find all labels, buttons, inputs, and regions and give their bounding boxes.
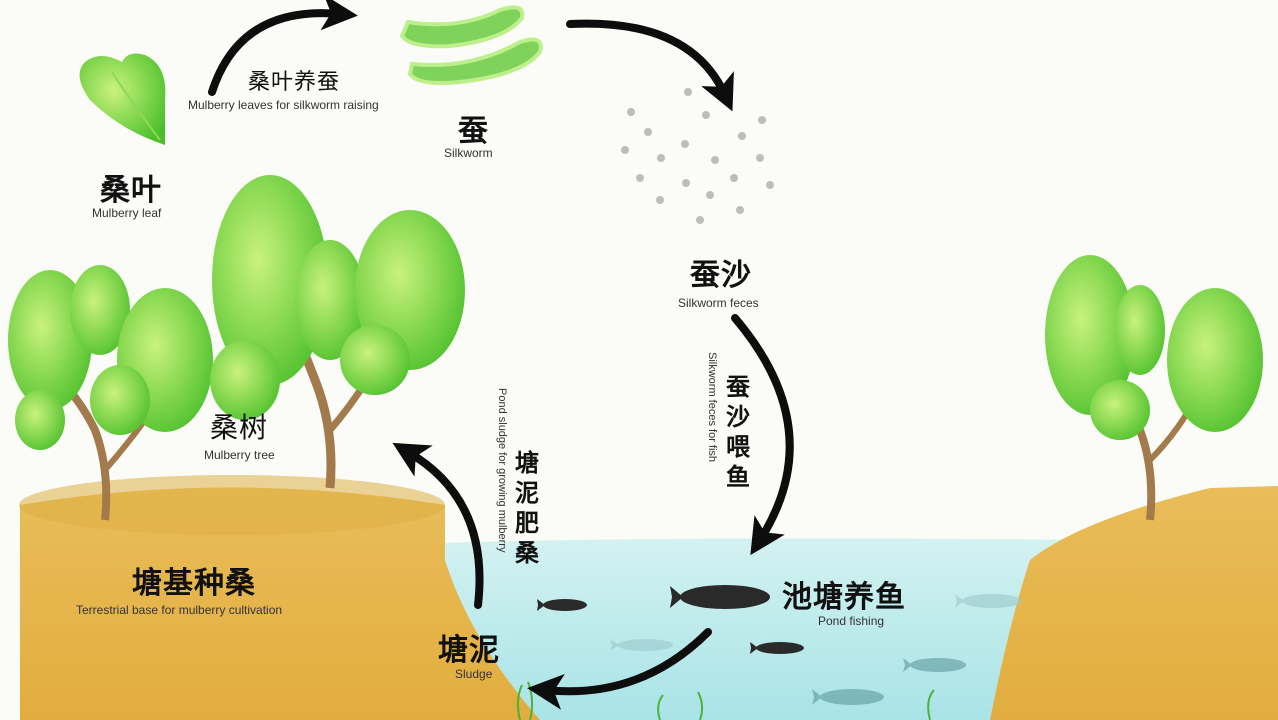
arrow-sludge-to-tree: [392, 442, 484, 609]
silkworm-feces-image: [621, 88, 774, 224]
silkworm-label-zh: 蚕: [458, 114, 489, 149]
silkworm-image: [399, 5, 543, 85]
feces-for-fish-label-zh: 蚕沙喂鱼: [726, 373, 750, 491]
arrow-leaf-to-silkworm: [208, 0, 358, 96]
fish-faded-3: [955, 594, 1022, 608]
tree-right: [1045, 255, 1263, 521]
arrow-silkworm-to-feces: [566, 19, 734, 112]
sludge-for-mulberry-label-en: Pond sludge for growing mulberry: [496, 388, 508, 553]
leaves-for-silkworm-label-en: Mulberry leaves for silkworm raising: [188, 98, 379, 112]
feces-for-fish-label-en: Silkworm feces for fish: [706, 352, 718, 463]
cycle-arrows: [208, 0, 794, 710]
fish-small-1: [537, 599, 587, 611]
fish-faded-4: [610, 639, 673, 651]
mulberry-leaf-image: [79, 53, 166, 145]
arrow-fish-to-sludge: [527, 628, 712, 710]
fish-group: [537, 585, 1022, 705]
leaves-for-silkworm-label-zh: 桑叶养蚕: [248, 70, 341, 95]
fish-faded-1: [903, 658, 966, 672]
fish-small-2: [750, 642, 804, 654]
tree-center: [210, 175, 465, 489]
fish-main: [670, 585, 770, 609]
right-bank: [990, 486, 1278, 720]
fish-faded-2: [812, 689, 884, 705]
sludge-label-en: Sludge: [455, 667, 493, 681]
arrow-feces-to-fish: [731, 314, 794, 556]
terrestrial-base-label-en: Terrestrial base for mulberry cultivatio…: [76, 603, 283, 617]
mulberry-tree-label-en: Mulberry tree: [204, 448, 275, 462]
silkworm-label-en: Silkworm: [444, 146, 493, 160]
mulberry-leaf-label-zh: 桑叶: [100, 173, 162, 208]
sludge-for-mulberry-label-zh: 塘泥肥桑: [515, 449, 539, 567]
mulberry-leaf-label-en: Mulberry leaf: [92, 206, 162, 220]
left-bank: [20, 487, 540, 720]
silkworm-feces-label-en: Silkworm feces: [678, 296, 759, 310]
sludge-label-zh: 塘泥: [438, 633, 500, 668]
left-bank-top: [19, 475, 445, 535]
silkworm-feces-label-zh: 蚕沙: [690, 258, 752, 293]
tree-left: [8, 265, 213, 521]
pond-fishing-label-en: Pond fishing: [818, 614, 885, 628]
terrestrial-base-label-zh: 塘基种桑: [132, 566, 256, 601]
pond-fishing-label-zh: 池塘养鱼: [782, 580, 906, 615]
mulberry-tree-label-zh: 桑树: [210, 411, 269, 444]
